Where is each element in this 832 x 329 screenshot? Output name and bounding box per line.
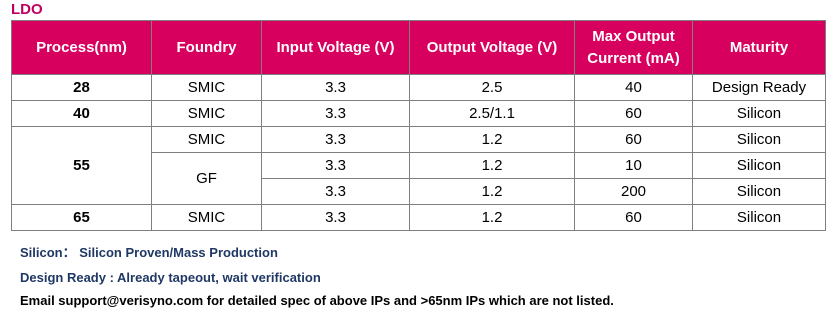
- header-maturity: Maturity: [692, 20, 826, 75]
- cell-process: 65: [11, 204, 152, 231]
- cell-output-voltage: 1.2: [409, 126, 575, 153]
- table-row: 28 SMIC 3.3 2.5 40 Design Ready: [11, 74, 826, 101]
- cell-process: 40: [11, 100, 152, 127]
- cell-input-voltage: 3.3: [261, 178, 410, 205]
- cell-input-voltage: 3.3: [261, 204, 410, 231]
- cell-foundry: GF: [151, 152, 262, 205]
- cell-output-voltage: 1.2: [409, 204, 575, 231]
- page-title: LDO: [11, 1, 43, 18]
- cell-maturity: Silicon: [692, 178, 826, 205]
- cell-input-voltage: 3.3: [261, 126, 410, 153]
- header-max-output-current-line1: Max Output: [592, 27, 675, 45]
- table-row: 40 SMIC 3.3 2.5/1.1 60 Silicon: [11, 100, 826, 127]
- header-output-voltage: Output Voltage (V): [409, 20, 575, 75]
- table-row: 55 SMIC 3.3 1.2 60 Silicon: [11, 126, 826, 205]
- ldo-table: Process(nm) Foundry Input Voltage (V) Ou…: [11, 20, 826, 231]
- cell-foundry: SMIC: [151, 126, 262, 153]
- cell-maturity: Silicon: [692, 152, 826, 179]
- table-row: 65 SMIC 3.3 1.2 60 Silicon: [11, 204, 826, 231]
- cell-maturity: Design Ready: [692, 74, 826, 101]
- cell-maturity: Silicon: [692, 126, 826, 153]
- note-design-ready: Design Ready : Already tapeout, wait ver…: [20, 270, 321, 285]
- header-max-output-current: Max Output Current (mA): [574, 20, 693, 75]
- header-foundry: Foundry: [151, 20, 262, 75]
- cell-max-current: 60: [574, 100, 693, 127]
- cell-input-voltage: 3.3: [261, 74, 410, 101]
- table-row: 3.3 1.2 200 Silicon: [12, 178, 826, 205]
- cell-foundry: SMIC: [151, 204, 262, 231]
- cell-max-current: 40: [574, 74, 693, 101]
- header-input-voltage: Input Voltage (V): [261, 20, 410, 75]
- cell-max-current: 60: [574, 126, 693, 153]
- table-header-row: Process(nm) Foundry Input Voltage (V) Ou…: [11, 20, 826, 75]
- cell-process: 28: [11, 74, 152, 101]
- cell-output-voltage: 1.2: [409, 178, 575, 205]
- cell-input-voltage: 3.3: [261, 100, 410, 127]
- cell-max-current: 10: [574, 152, 693, 179]
- header-process: Process(nm): [11, 20, 152, 75]
- cell-output-voltage: 1.2: [409, 152, 575, 179]
- note-email: Email support@verisyno.com for detailed …: [20, 293, 614, 308]
- cell-output-voltage: 2.5/1.1: [409, 100, 575, 127]
- cell-process: 55: [11, 126, 152, 205]
- cell-maturity: Silicon: [692, 100, 826, 127]
- header-max-output-current-line2: Current (mA): [587, 49, 680, 67]
- cell-input-voltage: 3.3: [261, 152, 410, 179]
- cell-foundry: SMIC: [151, 100, 262, 127]
- cell-output-voltage: 2.5: [409, 74, 575, 101]
- cell-foundry: SMIC: [151, 74, 262, 101]
- cell-max-current: 200: [574, 178, 693, 205]
- table-row: GF 3.3 1.2 10 Silicon: [12, 152, 826, 205]
- cell-max-current: 60: [574, 204, 693, 231]
- note-silicon: Silicon： Silicon Proven/Mass Production: [20, 245, 278, 260]
- cell-maturity: Silicon: [692, 204, 826, 231]
